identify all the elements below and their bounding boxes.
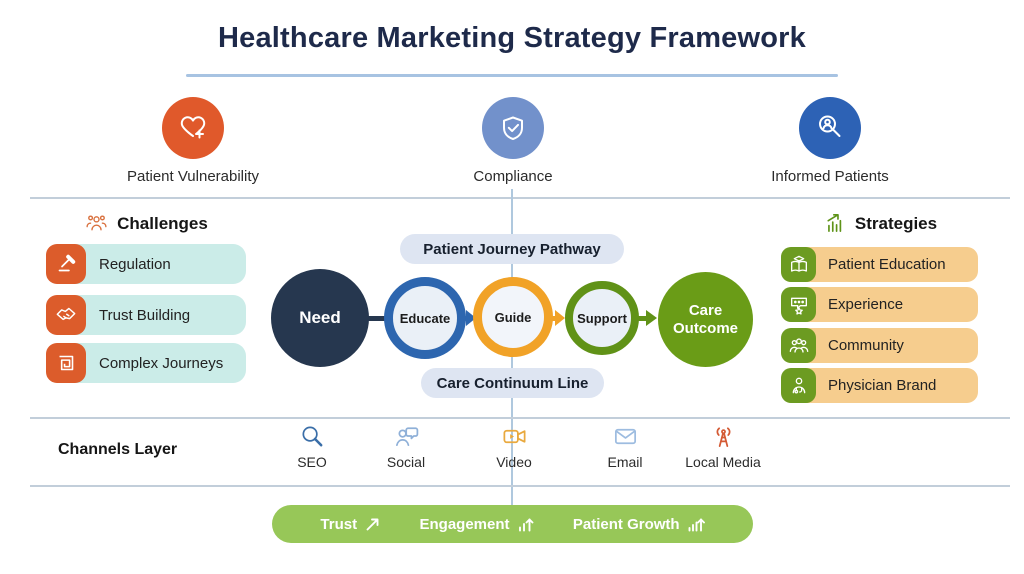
divider-channels-bottom <box>30 485 1010 487</box>
challenge-label: Complex Journeys <box>99 354 224 372</box>
strategy-label: Patient Education <box>828 256 946 273</box>
page-title: Healthcare Marketing Strategy Framework <box>217 22 806 54</box>
top-icon-label: Patient Vulnerability <box>126 168 260 185</box>
search-icon <box>299 423 326 450</box>
video-camera-icon <box>501 423 528 450</box>
challenge-label: Trust Building <box>99 306 191 324</box>
outcome-label: Engagement <box>419 515 510 533</box>
challenges-heading: Challenges <box>46 211 246 236</box>
challenge-item: Complex Journeys <box>46 343 246 383</box>
arrowhead-guide-support <box>555 310 565 326</box>
outcome-label: Trust <box>320 515 358 533</box>
top-icon-label: Informed Patients <box>771 168 889 185</box>
channel-label: Social <box>386 454 426 470</box>
bars-up-icon <box>687 516 705 533</box>
strategies-heading: Strategies <box>781 211 978 236</box>
stage-guide: Guide <box>473 277 553 357</box>
divider-top <box>30 197 1010 199</box>
strategy-label: Community <box>828 337 904 354</box>
heart-plus-icon <box>162 97 224 159</box>
outcome-engagement: Engagement <box>420 516 535 533</box>
stage-need: Need <box>271 269 369 367</box>
gavel-icon <box>46 244 86 284</box>
arrow-support-care <box>636 316 648 321</box>
outcome-patient-growth: Patient Growth <box>573 516 705 533</box>
channel-label: Video <box>496 454 532 470</box>
channel-email: Email <box>577 423 673 470</box>
outcome-trust: Trust <box>320 516 381 533</box>
stage-educate: Educate <box>384 277 466 359</box>
title-underline <box>186 74 838 77</box>
channel-label: Local Media <box>685 454 761 470</box>
radio-tower-icon <box>710 423 737 450</box>
strategy-label: Experience <box>828 296 904 313</box>
strategy-item: Patient Education <box>781 247 978 282</box>
divider-channels-top <box>30 417 1010 419</box>
strategy-label: Physician Brand <box>828 377 937 394</box>
doctor-icon <box>781 368 816 403</box>
people-group-icon <box>84 211 109 236</box>
people-group-icon <box>781 328 816 363</box>
challenges-heading-label: Challenges <box>117 213 208 233</box>
envelope-icon <box>612 423 639 450</box>
stage-support: Support <box>565 281 639 355</box>
book-gradcap-icon <box>781 247 816 282</box>
channel-label: Email <box>607 454 643 470</box>
arrowhead-educate-guide <box>466 310 476 326</box>
challenge-item: Trust Building <box>46 295 246 335</box>
person-chat-icon <box>393 423 420 450</box>
shield-check-icon <box>482 97 544 159</box>
journey-top-label: Patient Journey Pathway <box>400 234 624 264</box>
channel-label: SEO <box>297 454 327 470</box>
arrowhead-support-care <box>646 310 657 326</box>
magnifier-person-icon <box>799 97 861 159</box>
handshake-icon <box>46 295 86 335</box>
channel-video: Video <box>466 423 562 470</box>
strategies-heading-label: Strategies <box>854 213 938 233</box>
channel-seo: SEO <box>264 423 360 470</box>
maze-icon <box>46 343 86 383</box>
channels-heading: Channels Layer <box>58 441 178 458</box>
trend-up-icon <box>364 516 381 533</box>
outcomes-bar: Trust Engagement Patient Growth <box>272 505 753 543</box>
strategy-item: Experience <box>781 287 978 322</box>
challenge-label: Regulation <box>99 255 171 273</box>
outcome-label: Patient Growth <box>572 515 680 533</box>
strategy-item: Physician Brand <box>781 368 978 403</box>
challenge-item: Regulation <box>46 244 246 284</box>
review-star-icon <box>781 287 816 322</box>
bars-up-icon <box>517 516 535 533</box>
arrow-guide-support <box>550 316 558 321</box>
arrow-need-educate <box>360 316 388 321</box>
journey-bottom-label: Care Continuum Line <box>421 368 604 398</box>
top-icon-label: Compliance <box>473 168 553 185</box>
growth-chart-icon <box>822 211 847 236</box>
stage-care-outcome: Care Outcome <box>658 272 753 367</box>
strategy-item: Community <box>781 328 978 363</box>
channel-social: Social <box>358 423 454 470</box>
channel-local-media: Local Media <box>675 423 771 470</box>
